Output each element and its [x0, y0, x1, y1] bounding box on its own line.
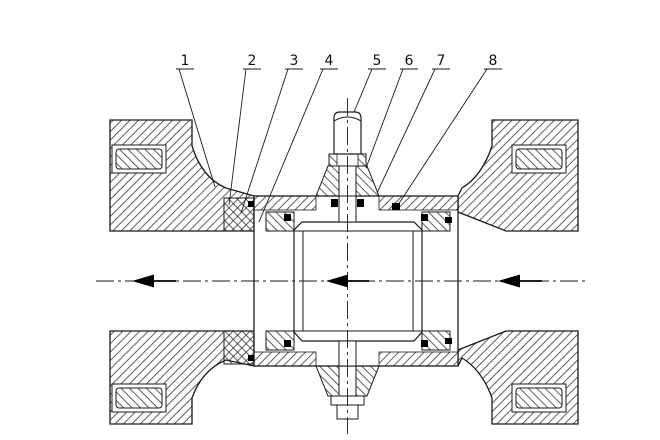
- callout-1-label: 1: [181, 53, 190, 69]
- leader-line: [178, 68, 216, 188]
- right-flange: [457, 119, 579, 425]
- body-seal: [392, 203, 400, 210]
- leader-line: [258, 68, 324, 223]
- body-wall-section: [253, 195, 317, 211]
- callout-2: 2: [228, 53, 261, 206]
- leader-line: [365, 68, 404, 169]
- callout-2-label: 2: [248, 53, 257, 69]
- seal-ring: [445, 338, 452, 344]
- leader-line: [240, 68, 289, 214]
- callouts: 1 2 3 4 5 6 7: [176, 53, 502, 223]
- callout-1: 1: [176, 53, 216, 188]
- seal-ring: [248, 355, 254, 361]
- seat-rings: [265, 211, 452, 351]
- gland-nut: [328, 153, 338, 167]
- body-wall-section: [253, 351, 317, 367]
- callout-4-label: 4: [325, 53, 334, 69]
- callout-3: 3: [240, 53, 303, 214]
- callout-7-label: 7: [437, 53, 446, 69]
- bolt-hole: [115, 148, 163, 170]
- callout-7: 7: [376, 53, 450, 194]
- arrow-left-icon: [326, 274, 348, 288]
- right-flange-upper-section: [457, 119, 579, 232]
- leader-line: [397, 68, 488, 206]
- callout-4: 4: [258, 53, 338, 223]
- leader-line: [228, 68, 247, 206]
- flow-arrow-center: [326, 274, 369, 288]
- callout-3-label: 3: [290, 53, 299, 69]
- bolt-hole: [115, 387, 163, 409]
- left-flange: [109, 119, 255, 425]
- gland-nut: [357, 153, 367, 167]
- callout-6-label: 6: [405, 53, 414, 69]
- body-wall-section: [378, 351, 459, 367]
- leader-line: [353, 68, 373, 113]
- stem-top-edge: [333, 116, 362, 122]
- seal-ring: [421, 214, 428, 221]
- leader-line: [376, 68, 436, 194]
- seal-ring: [248, 201, 254, 207]
- callout-5-label: 5: [373, 53, 382, 69]
- arrow-left-icon: [498, 274, 520, 288]
- callout-8: 8: [397, 53, 502, 206]
- bolt-hole: [515, 387, 563, 409]
- stem-seal: [357, 199, 364, 207]
- seal-ring: [445, 217, 452, 223]
- seal-ring: [284, 340, 291, 347]
- callout-8-label: 8: [489, 53, 498, 69]
- body-wall-section: [378, 195, 459, 211]
- seal-ring: [421, 340, 428, 347]
- flow-arrows: [132, 274, 542, 288]
- flow-arrow-right: [498, 274, 542, 288]
- stem-seal: [331, 199, 338, 207]
- bolt-hole: [515, 148, 563, 170]
- callout-5: 5: [353, 53, 386, 113]
- arrow-left-icon: [132, 274, 154, 288]
- seal-ring: [284, 214, 291, 221]
- callout-6: 6: [365, 53, 418, 169]
- flow-arrow-left: [132, 274, 176, 288]
